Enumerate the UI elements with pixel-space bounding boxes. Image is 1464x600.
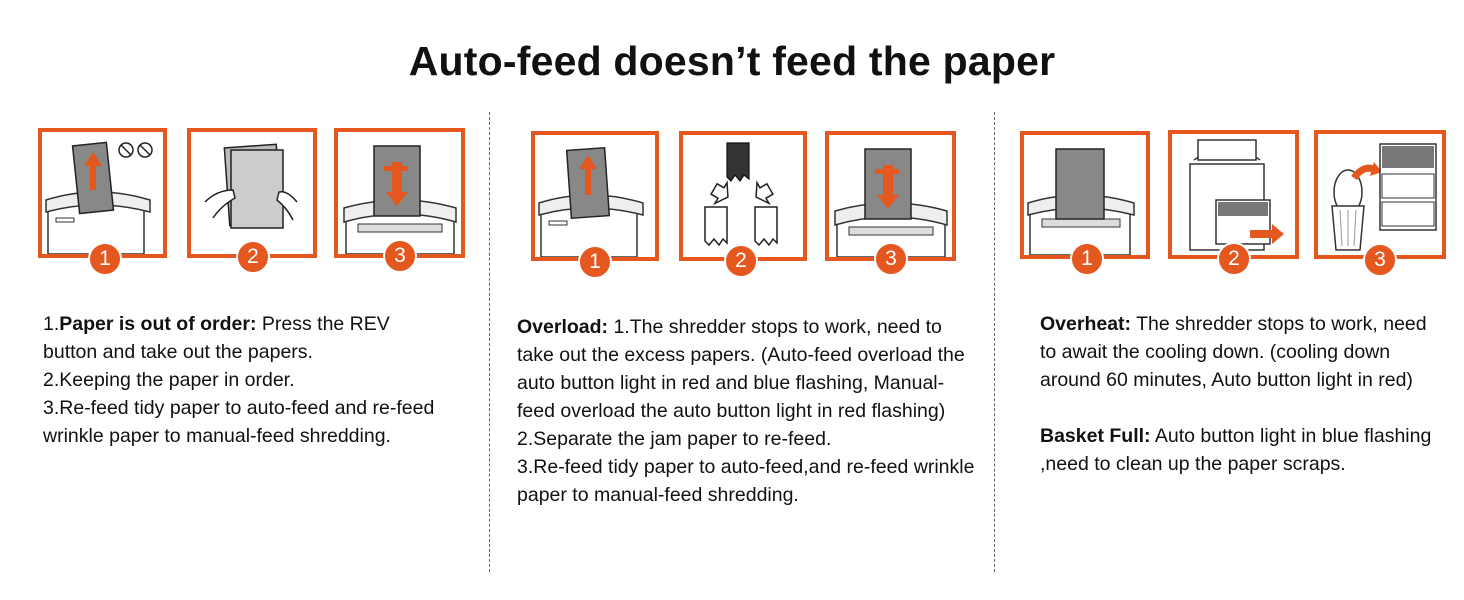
step-badge: 1 (578, 245, 612, 279)
page-title: Auto-feed doesn’t feed the paper (408, 38, 1056, 84)
step-1-illustration-overheat (1020, 131, 1150, 259)
instruction-line: Press the REV button and take out the pa… (43, 313, 390, 363)
step-2-illustration-order-papers (187, 128, 317, 258)
heading-prefix: 1. (43, 313, 60, 335)
step-badge: 2 (724, 244, 758, 278)
section-heading: Overheat: (1040, 313, 1132, 335)
instruction-line: The shredder stops to work, need to awai… (1040, 313, 1427, 391)
step-3-illustration-empty-basket (1314, 130, 1446, 259)
step-3-illustration-refeed (334, 128, 465, 258)
section-divider (994, 112, 995, 572)
step-badge: 3 (383, 239, 417, 273)
section-3-instructions: Overheat: The shredder stops to work, ne… (1040, 310, 1440, 478)
step-badge: 3 (1363, 243, 1397, 277)
step-1-illustration-shredder-reverse (531, 131, 659, 261)
instruction-line: Auto button light in blue flashing ,need… (1040, 425, 1432, 475)
instruction-line: 2.Keeping the paper in order. (43, 369, 295, 391)
section-divider (489, 112, 490, 572)
section-1-instructions: 1.Paper is out of order: Press the REV b… (43, 310, 443, 450)
step-badge: 1 (88, 242, 122, 276)
step-badge: 1 (1070, 242, 1104, 276)
step-badge: 2 (1217, 242, 1251, 276)
instruction-line: 3.Re-feed tidy paper to auto-feed and re… (43, 397, 435, 447)
step-2-illustration-open-basket (1168, 130, 1299, 259)
section-heading: Basket Full: (1040, 425, 1151, 447)
step-badge: 3 (874, 242, 908, 276)
step-badge: 2 (236, 240, 270, 274)
instruction-line: 3.Re-feed tidy paper to auto-feed,and re… (517, 456, 975, 506)
instruction-line: 1.The shredder stops to work, need to ta… (517, 316, 965, 422)
section-2-instructions: Overload: 1.The shredder stops to work, … (517, 313, 982, 509)
step-2-illustration-separate-jam (679, 131, 807, 261)
instruction-line: 2.Separate the jam paper to re-feed. (517, 428, 832, 450)
section-heading: Overload: (517, 316, 609, 338)
section-heading: Paper is out of order: (59, 313, 257, 335)
step-1-illustration-shredder-reverse (38, 128, 167, 258)
